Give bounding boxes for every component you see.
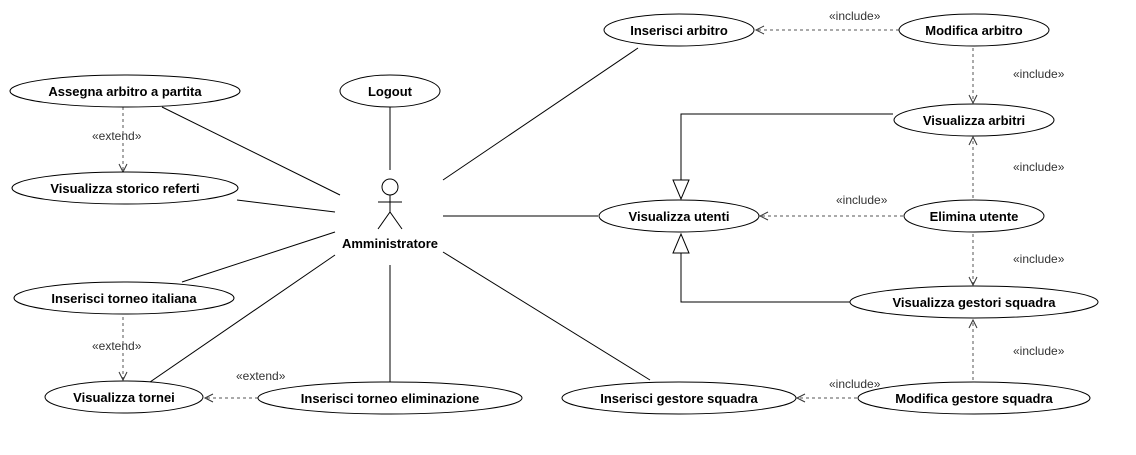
stereo-extend-2: «extend»: [92, 339, 142, 353]
use-case-inserisci-arbitro[interactable]: Inserisci arbitro: [603, 13, 755, 47]
use-case-label: Visualizza storico referti: [50, 181, 199, 196]
use-case-visualizza-utenti[interactable]: Visualizza utenti: [598, 199, 760, 233]
use-case-label: Visualizza tornei: [73, 390, 175, 405]
assoc-torneo-italiana: [181, 231, 336, 283]
use-case-elimina-utente[interactable]: Elimina utente: [903, 199, 1045, 233]
use-case-label: Inserisci torneo eliminazione: [301, 391, 479, 406]
dependencies: [118, 25, 978, 403]
arrow-include-elimina-arbitri: [968, 135, 978, 146]
stereo-include-3: «include»: [1013, 160, 1065, 174]
use-case-label: Assegna arbitro a partita: [48, 84, 202, 99]
arrow-include-elimina-gestori: [968, 276, 978, 287]
use-case-label: Modifica arbitro: [925, 23, 1023, 38]
use-case-label: Modifica gestore squadra: [895, 391, 1053, 406]
stereo-include-6: «include»: [1013, 344, 1065, 358]
gen-vis-arbitri: [680, 113, 893, 180]
use-case-visualizza-tornei[interactable]: Visualizza tornei: [44, 380, 204, 414]
stereo-include-5: «include»: [1013, 252, 1065, 266]
use-case-label: Visualizza arbitri: [923, 113, 1025, 128]
arrow-include-mod-gestore-ins: [795, 393, 806, 403]
use-case-label: Inserisci gestore squadra: [600, 391, 758, 406]
stereo-include-7: «include»: [829, 377, 881, 391]
stereo-include-4: «include»: [836, 193, 888, 207]
arrow-include-mod-arbitro: [754, 25, 765, 35]
use-case-inserisci-torneo-italiana[interactable]: Inserisci torneo italiana: [13, 281, 235, 315]
arrow-extend-vis-tornei: [118, 371, 128, 382]
stereo-extend-3: «extend»: [236, 369, 286, 383]
use-case-modifica-gestore-squadra[interactable]: Modifica gestore squadra: [857, 381, 1091, 415]
use-case-visualizza-arbitri[interactable]: Visualizza arbitri: [893, 103, 1055, 137]
use-case-label: Logout: [368, 84, 413, 99]
gen-arrow-vis-arbitri: [672, 179, 690, 201]
stereo-include-2: «include»: [1013, 67, 1065, 81]
assoc-vis-tornei: [149, 254, 336, 383]
use-case-logout[interactable]: Logout: [339, 74, 441, 108]
arrow-include-mod-gestore-vis: [968, 318, 978, 329]
assoc-ins-gestore: [442, 251, 651, 381]
gen-vis-gestori: [680, 253, 850, 303]
use-case-assegna-arbitro[interactable]: Assegna arbitro a partita: [9, 74, 241, 108]
associations: [149, 47, 651, 383]
use-case-label: Visualizza utenti: [629, 209, 730, 224]
use-case-label: Inserisci arbitro: [630, 23, 728, 38]
use-case-modifica-arbitro[interactable]: Modifica arbitro: [898, 13, 1050, 47]
gen-arrow-vis-gestori: [672, 232, 690, 254]
assoc-assegna: [161, 106, 341, 196]
use-case-inserisci-gestore-squadra[interactable]: Inserisci gestore squadra: [561, 381, 797, 415]
stereotype-labels: «extend» «extend» «extend» «include» «in…: [92, 9, 1065, 391]
use-case-inserisci-torneo-eliminazione[interactable]: Inserisci torneo eliminazione: [257, 381, 523, 415]
use-case-label: Elimina utente: [930, 209, 1019, 224]
actor-amministratore: Amministratore: [342, 178, 438, 251]
use-case-visualizza-storico[interactable]: Visualizza storico referti: [11, 171, 239, 205]
assoc-storico: [236, 199, 336, 213]
actor-name: Amministratore: [342, 236, 438, 251]
generalizations: [672, 113, 893, 303]
actor-legs: [377, 211, 403, 230]
use-case-label: Inserisci torneo italiana: [51, 291, 197, 306]
stereo-extend-1: «extend»: [92, 129, 142, 143]
arrow-include-elimina-utenti: [758, 211, 769, 221]
arrow-extend-torneo-elim: [203, 393, 214, 403]
use-case-label: Visualizza gestori squadra: [892, 295, 1056, 310]
arrow-include-vis-arbitri: [968, 94, 978, 105]
stereo-include-1: «include»: [829, 9, 881, 23]
assoc-ins-arbitro: [442, 47, 639, 181]
actor-head: [381, 178, 399, 196]
use-case-visualizza-gestori-squadra[interactable]: Visualizza gestori squadra: [849, 285, 1099, 319]
